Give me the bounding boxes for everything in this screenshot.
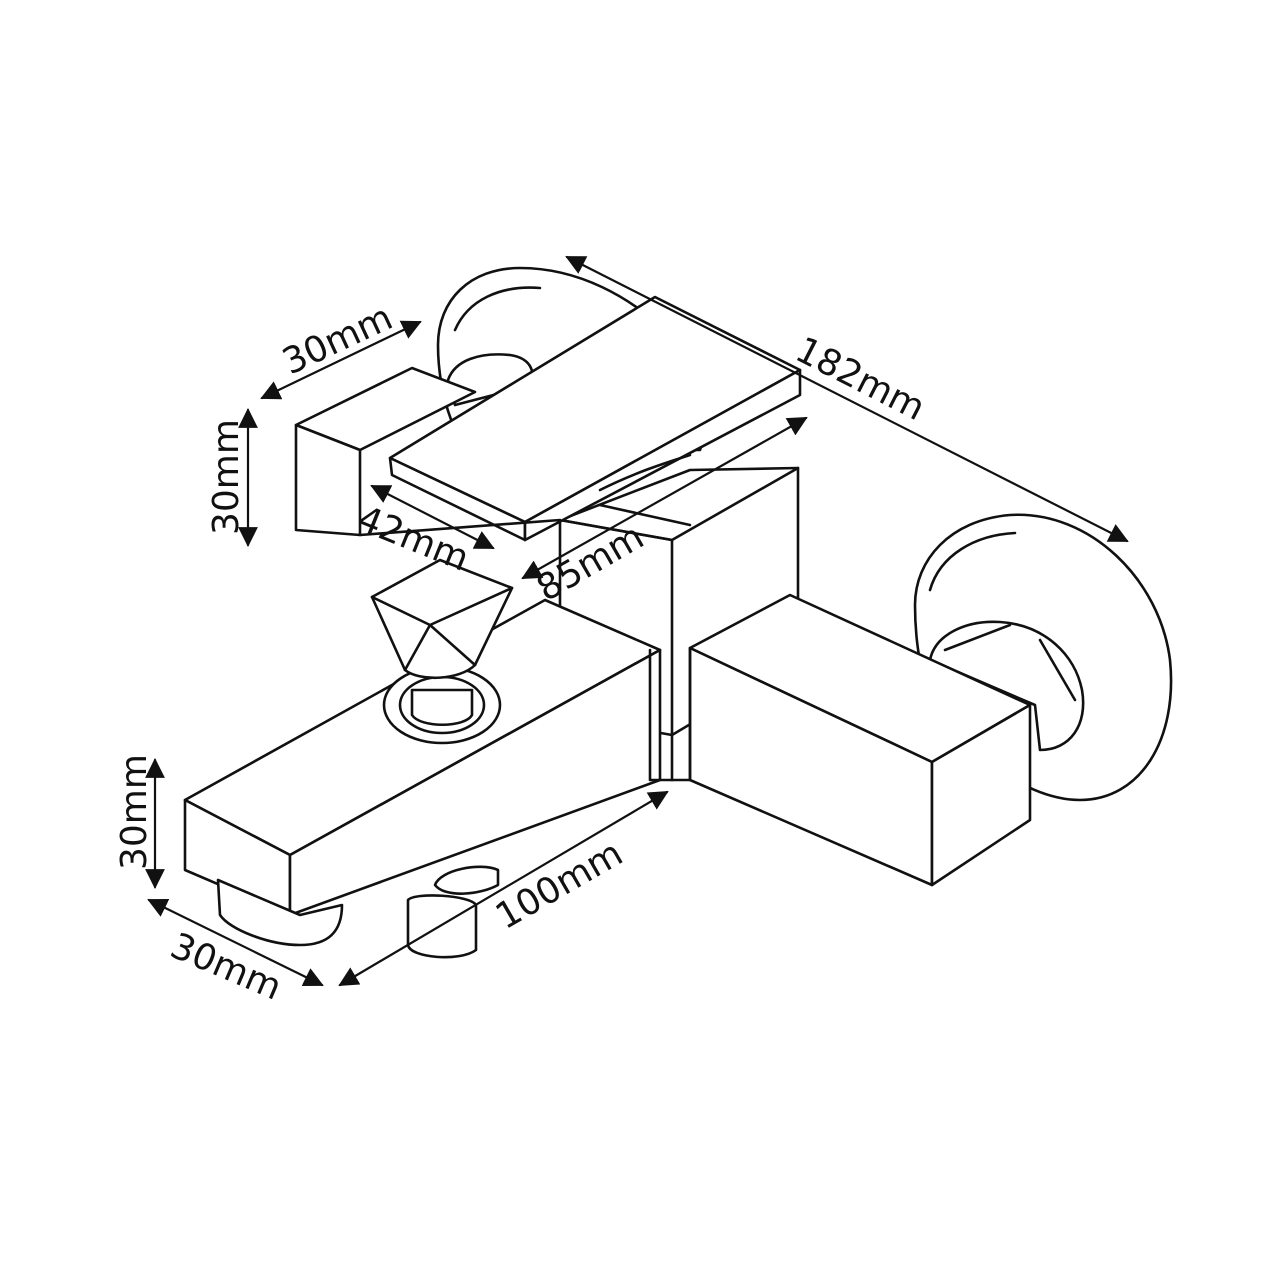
label-handle-height: 30mm	[206, 419, 247, 535]
right-arm	[688, 593, 1032, 887]
dim-line-overall-length	[565, 255, 1129, 543]
label-handle-width: 30mm	[276, 297, 398, 383]
diverter-knob	[370, 558, 514, 745]
dim-line-handle-length	[370, 484, 495, 550]
dimension-lines	[145, 255, 1129, 987]
label-handle-length: 42mm	[352, 498, 475, 579]
dim-line-handle-width	[260, 320, 422, 400]
label-spout-height: 30mm	[114, 754, 155, 870]
dim-line-spout-width	[147, 898, 324, 987]
dim-line-spout-length	[338, 790, 669, 987]
